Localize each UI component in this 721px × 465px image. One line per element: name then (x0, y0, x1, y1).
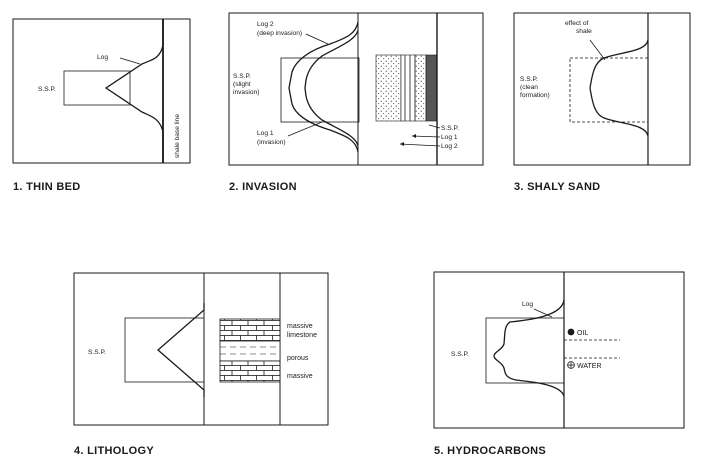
log-label: Log (97, 54, 108, 61)
panel-thin-bed: Log S.S.P. shale base line 1. THIN BED (12, 18, 191, 193)
legend-log-2: Log 2 (441, 143, 458, 150)
log-1-curve (304, 29, 359, 147)
log-leader (533, 308, 553, 318)
ssp-note-2: invasion) (233, 89, 259, 96)
massive-layer (219, 360, 281, 383)
massive-limestone-layer (219, 318, 281, 342)
massive-label: massive (287, 373, 313, 380)
caption-thin-bed: 1. THIN BED (13, 181, 80, 193)
legend-log-2-arrow (399, 143, 441, 147)
log-1-label: Log 1 (257, 130, 274, 137)
invaded-zone-dotted (375, 54, 402, 122)
caption-lithology: 4. LITHOLOGY (74, 445, 154, 457)
caption-hydrocarbons: 5. HYDROCARBONS (434, 445, 546, 457)
oil-label: OIL (577, 330, 588, 337)
invaded-zone-lined (400, 54, 416, 122)
shaly-log-curve (589, 39, 649, 137)
effect-leader (589, 39, 606, 61)
water-icon (567, 361, 575, 369)
legend-ssp: S.S.P. (441, 125, 459, 132)
invasion-bed-box (280, 57, 360, 123)
log-1-leader (287, 121, 323, 137)
ssp-label: S.S.P. (520, 76, 538, 83)
caption-shaly-sand: 3. SHALY SAND (514, 181, 600, 193)
ssp-note-1: (slight (233, 81, 251, 88)
oil-icon (567, 328, 575, 336)
effect-label-1: effect of (565, 20, 589, 27)
shale-base-line-label: shale base line (174, 114, 181, 158)
ssp-label: S.S.P. (88, 349, 106, 356)
legend-ssp-arrow (428, 124, 441, 129)
panel-2-frame (228, 12, 484, 166)
panel-1-frame (12, 18, 191, 164)
massive-limestone-label-2: limestone (287, 332, 317, 339)
panel-3-frame (513, 12, 691, 166)
panel-invasion: Log 2 (deep invasion) S.S.P. (slight inv… (228, 12, 484, 193)
porous-layer (219, 340, 281, 362)
porous-label: porous (287, 355, 309, 362)
legend-log-1: Log 1 (441, 134, 458, 141)
hydrocarbon-bed-box (485, 317, 565, 384)
log-2-note: (deep invasion) (257, 30, 302, 37)
log-2-label: Log 2 (257, 21, 274, 28)
caption-invasion: 2. INVASION (229, 181, 297, 193)
hydrocarbon-log-curve (493, 299, 565, 397)
panel-hydrocarbons: Log S.S.P. OIL WATER 5. HYDROCARBONS (433, 271, 685, 457)
ssp-label: S.S.P. (233, 73, 251, 80)
lithology-bed-box (124, 317, 205, 383)
log-2-leader (305, 33, 329, 45)
log-1-note: (invasion) (257, 139, 286, 146)
log-2-curve (288, 21, 359, 153)
panel-5-frame (433, 271, 685, 429)
invaded-zone-dark (425, 54, 438, 122)
clean-label-2: formation) (520, 92, 550, 99)
log-curve (104, 19, 164, 163)
invaded-zone-transition (414, 54, 427, 122)
legend-log-1-arrow (411, 135, 441, 138)
ssp-label: S.S.P. (38, 86, 56, 93)
log-label: Log (522, 301, 533, 308)
panel-shaly-sand: effect of shale S.S.P. (clean formation)… (513, 12, 691, 193)
log-leader (119, 57, 141, 65)
clean-label-1: (clean (520, 84, 538, 91)
effect-label-2: shale (576, 28, 592, 35)
lithology-log-curve (157, 303, 205, 397)
thin-bed-box (63, 70, 131, 106)
panel-4-frame (73, 272, 329, 426)
panel-lithology: S.S.P. massive limestone porous massive … (73, 272, 329, 457)
massive-limestone-label-1: massive (287, 323, 313, 330)
ssp-label: S.S.P. (451, 351, 469, 358)
water-label: WATER (577, 363, 602, 370)
shaly-bed-box (569, 57, 649, 123)
